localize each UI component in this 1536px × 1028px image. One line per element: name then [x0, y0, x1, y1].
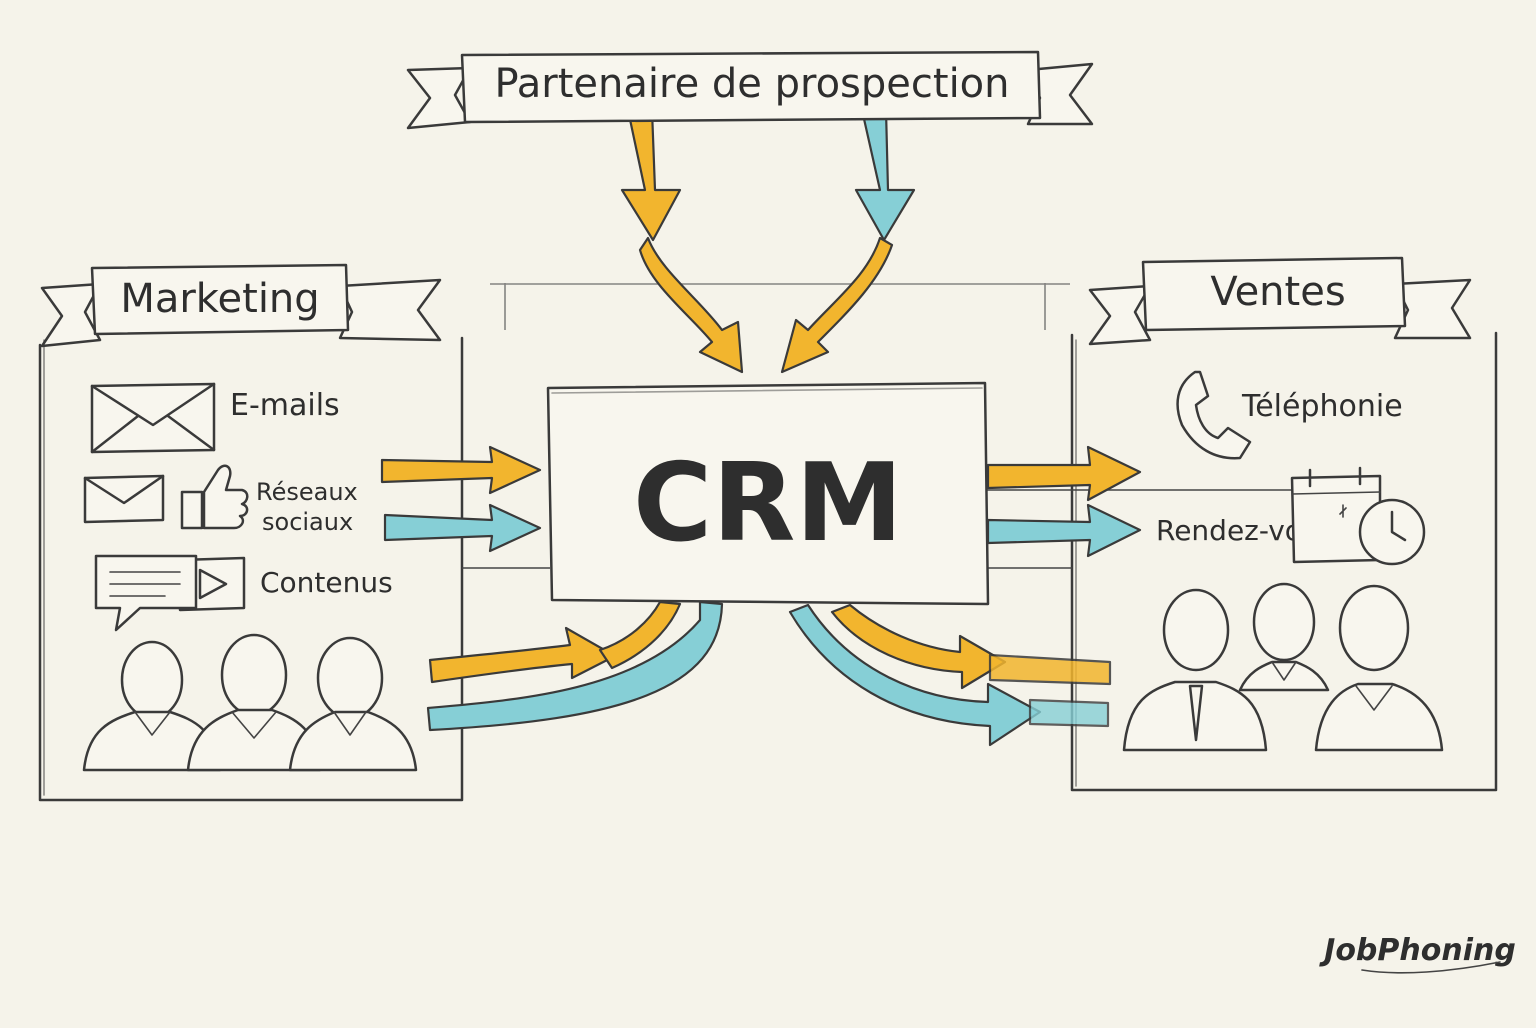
brand-logo-text: JobPhoning — [1319, 933, 1516, 968]
crm-box: CRM — [546, 381, 990, 606]
marketing-label-content: Contenus — [260, 566, 393, 599]
crm-label: CRM — [633, 441, 903, 566]
marketing-team — [82, 633, 418, 772]
arrows-right-out — [986, 445, 1142, 558]
banner-top-label: Partenaire de prospection — [494, 61, 1009, 107]
banner-left: Marketing — [40, 263, 442, 348]
marketing-item-emails: E-mails — [90, 382, 340, 454]
person-icon — [186, 633, 322, 772]
ventes-team — [1122, 582, 1444, 752]
person-icon — [1238, 582, 1330, 692]
phone-icon — [1176, 370, 1252, 460]
crm-side-lines — [462, 489, 1300, 569]
calendar-clock-icon — [1290, 466, 1426, 566]
person-icon — [288, 636, 418, 772]
person-icon — [82, 640, 222, 772]
small-envelope-icon — [83, 474, 165, 524]
arrows-left-in — [380, 445, 542, 553]
banner-right: Ventes — [1088, 256, 1472, 346]
ventes-label-phone: Téléphonie — [1241, 389, 1403, 424]
marketing-panel — [38, 336, 464, 802]
marketing-item-content: Contenus — [94, 554, 393, 632]
person-icon — [1122, 588, 1268, 752]
thumbs-up-icon — [180, 464, 249, 530]
arrows-bottom-right — [788, 603, 1112, 747]
speech-bubble-play-icon — [94, 554, 246, 632]
marketing-label-emails: E-mails — [230, 388, 340, 423]
marketing-label-social-1: Réseaux — [256, 478, 358, 506]
background-sketch-lines — [490, 283, 1070, 330]
arrows-bottom-left — [426, 600, 724, 732]
jobphoning-logo: JobPhoning — [1319, 933, 1516, 974]
banner-left-label: Marketing — [120, 276, 319, 322]
envelope-icon — [90, 382, 216, 454]
person-icon — [1314, 584, 1444, 752]
ventes-item-phone: Téléphonie — [1176, 370, 1403, 460]
marketing-item-social: Réseaux sociaux — [83, 464, 358, 536]
arrows-top — [620, 108, 916, 374]
ventes-item-meeting: Rendez-vous — [1156, 466, 1426, 566]
marketing-label-social-2: sociaux — [262, 508, 353, 536]
banner-right-label: Ventes — [1210, 269, 1345, 315]
banner-top: Partenaire de prospection — [406, 50, 1094, 130]
